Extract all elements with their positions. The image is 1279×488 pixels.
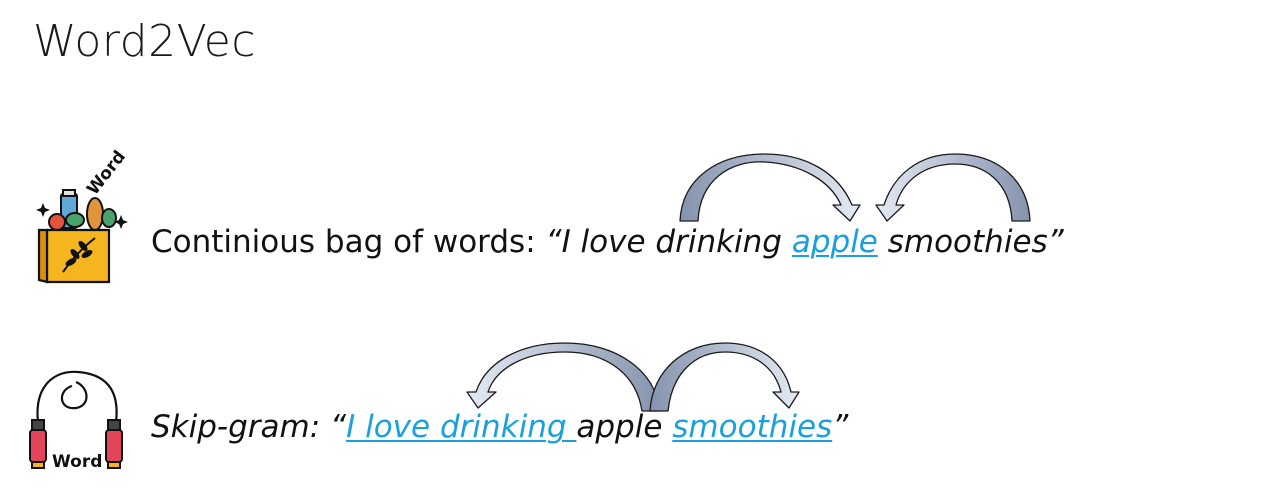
grocery-bag-icon: Word [36, 147, 130, 284]
rope-word-label: Word [52, 452, 102, 472]
cbow-open-quote: “ [535, 224, 562, 260]
cbow-context-after: smoothies [877, 224, 1048, 260]
skipgram-context-right: smoothies [672, 409, 833, 445]
skipgram-arrow-right [649, 342, 800, 412]
skipgram-center-word: apple [576, 409, 663, 445]
skipgram-label: Skip-gram: [151, 409, 321, 445]
cbow-close-quote: ” [1047, 224, 1064, 260]
skipgram-open-quote: “ [320, 409, 347, 445]
skipgram-context-left: I love drinking [346, 409, 577, 445]
cbow-label: Continious bag of words: [151, 224, 536, 260]
skipgram-space [662, 409, 672, 445]
cbow-sentence-row: Continious bag of words: “I love drinkin… [151, 227, 1064, 258]
jump-rope-icon: Word [29, 370, 123, 472]
cbow-arrow-left [679, 153, 861, 222]
cbow-arrow-right [875, 153, 1031, 222]
bag-word-label: Word [83, 147, 130, 199]
skipgram-sentence-row: Skip-gram: “I love drinking apple smooth… [151, 412, 848, 443]
skipgram-close-quote: ” [832, 409, 849, 445]
page-title: Word2Vec [33, 16, 257, 67]
skipgram-arrow-left [466, 342, 661, 412]
cbow-target-word: apple [791, 224, 878, 260]
cbow-context-before: I love drinking [561, 224, 792, 260]
